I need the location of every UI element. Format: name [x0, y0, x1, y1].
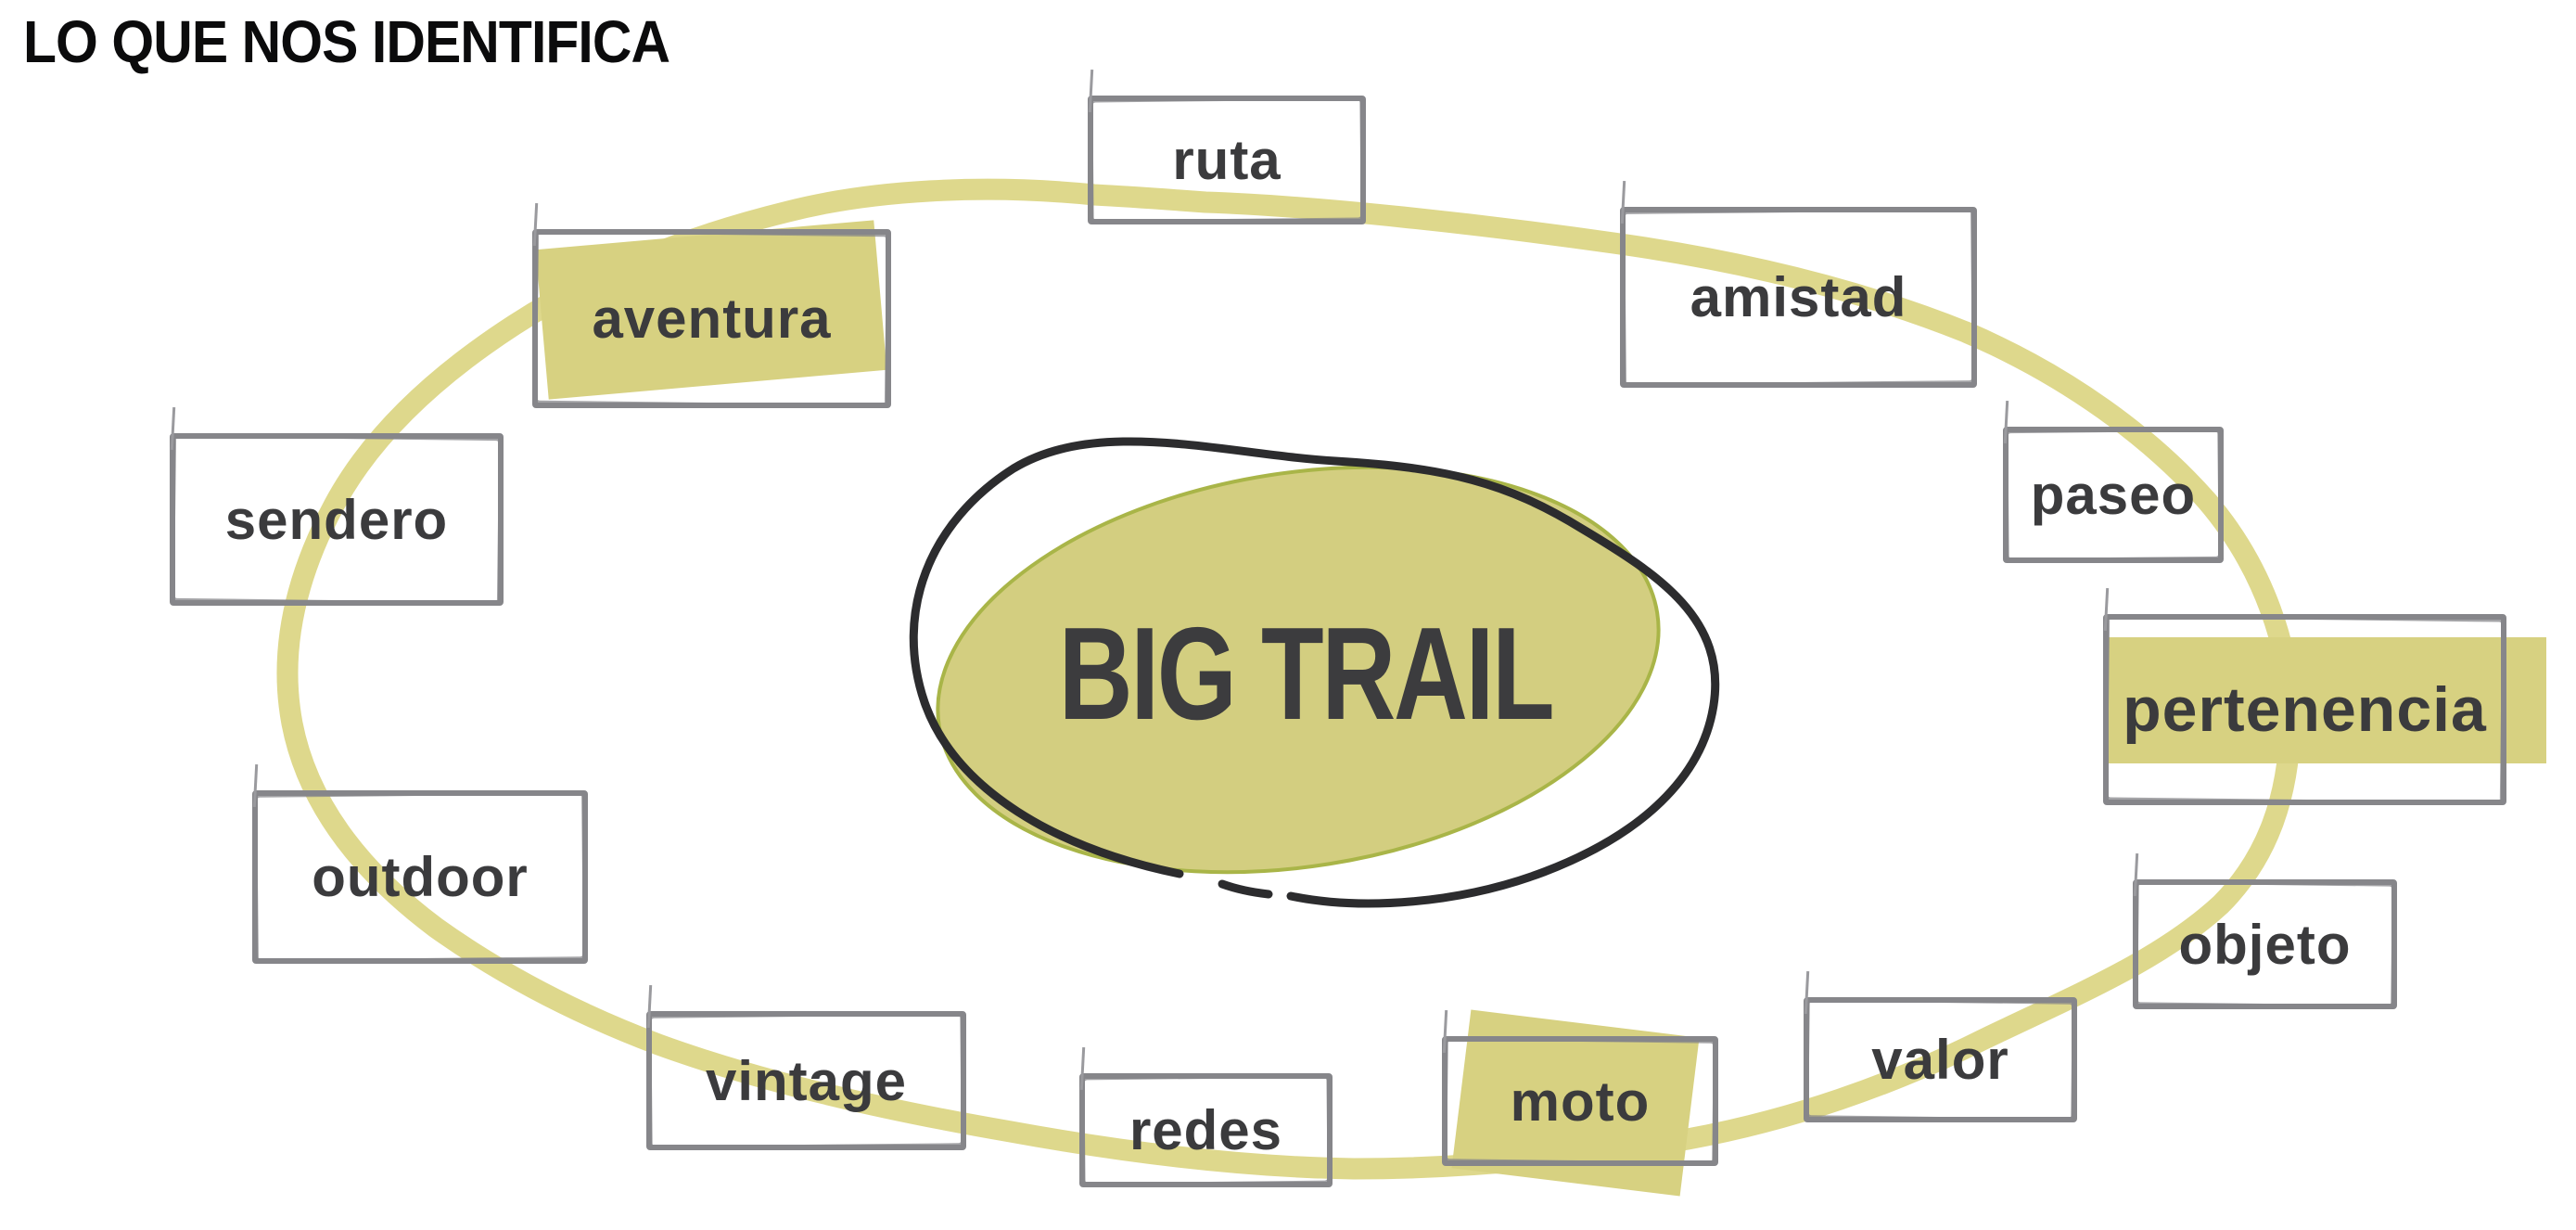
node-ruta: ruta — [1088, 96, 1366, 224]
node-redes: redes — [1079, 1073, 1333, 1187]
node-vintage: vintage — [646, 1011, 966, 1150]
center-blob-outline — [909, 437, 1720, 908]
node-label-sendero: sendero — [224, 488, 449, 551]
node-label-moto: moto — [1510, 1070, 1651, 1133]
node-label-redes: redes — [1129, 1099, 1283, 1161]
node-outdoor: outdoor — [252, 790, 588, 964]
node-moto: moto — [1442, 1036, 1718, 1166]
node-label-valor: valor — [1871, 1029, 2009, 1091]
node-label-vintage: vintage — [705, 1049, 908, 1112]
center-node-label: BIG TRAIL — [1058, 600, 1555, 748]
node-pertenencia: pertenencia — [2103, 614, 2506, 805]
node-label-aventura: aventura — [592, 288, 832, 350]
node-label-objeto: objeto — [2178, 913, 2352, 976]
node-objeto: objeto — [2133, 879, 2397, 1009]
node-label-outdoor: outdoor — [312, 846, 529, 908]
node-label-pertenencia: pertenencia — [2123, 674, 2487, 745]
node-label-amistad: amistad — [1690, 266, 1907, 328]
node-aventura: aventura — [532, 229, 891, 408]
node-valor: valor — [1804, 997, 2077, 1122]
page-title: LO QUE NOS IDENTIFICA — [23, 8, 670, 75]
node-label-ruta: ruta — [1172, 129, 1282, 191]
center-blob-outline-dash — [1218, 879, 1273, 899]
center-blob — [909, 437, 1720, 908]
node-sendero: sendero — [170, 433, 504, 606]
node-amistad: amistad — [1620, 207, 1977, 388]
node-paseo: paseo — [2003, 427, 2224, 563]
node-label-paseo: paseo — [2030, 464, 2197, 526]
